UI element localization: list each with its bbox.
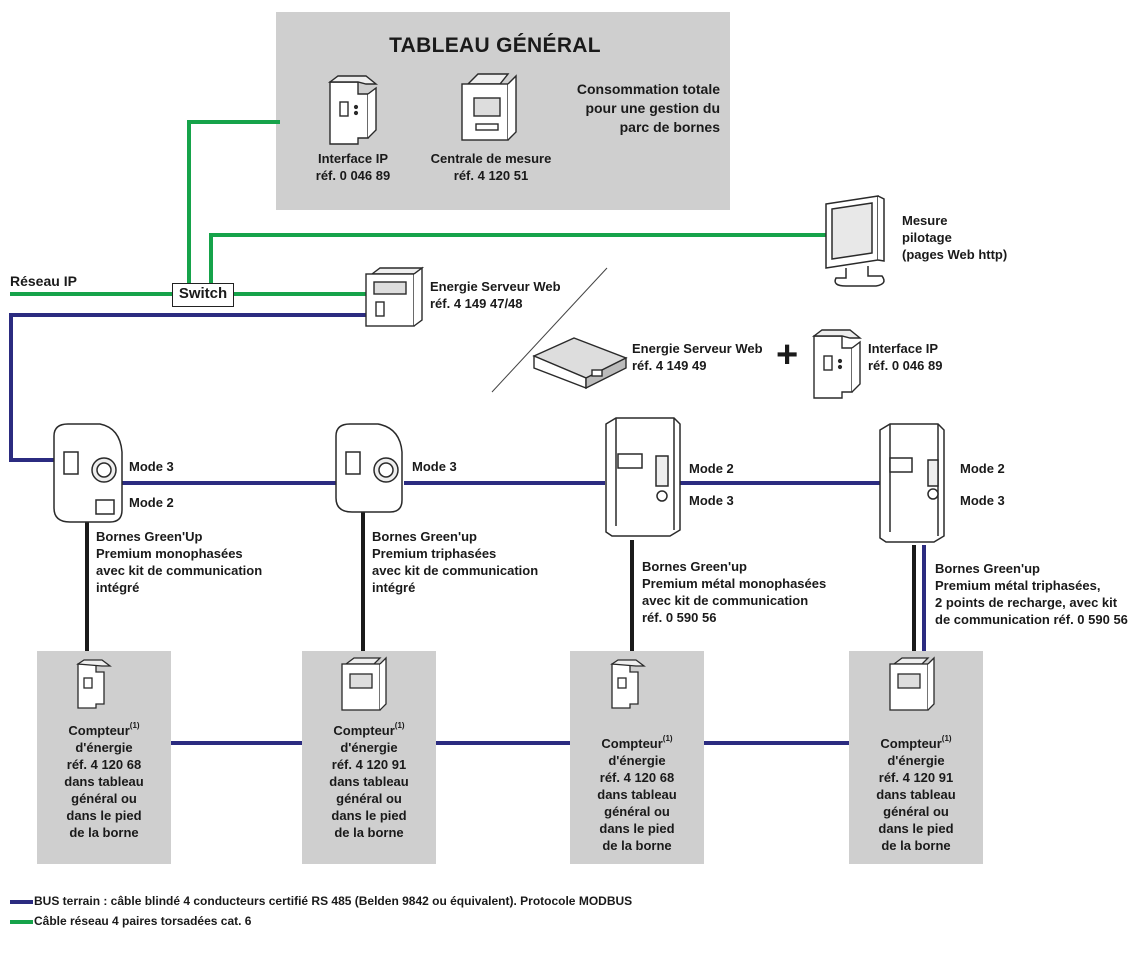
borne-3-mode-b: Mode 3 <box>689 493 734 508</box>
borne-4-mode-a: Mode 2 <box>960 461 1005 476</box>
borne-1-mode-a: Mode 3 <box>129 459 174 474</box>
tableau-title: TABLEAU GÉNÉRAL <box>389 34 601 57</box>
legend-network-text: Câble réseau 4 paires torsadées cat. 6 <box>34 914 252 928</box>
borne-1-icon <box>53 423 123 523</box>
monitor-icon <box>825 195 885 287</box>
interface-ip-2-device-icon <box>811 329 862 399</box>
energie-serveur-web-1-icon <box>365 266 425 327</box>
reseau-ip-label: Réseau IP <box>10 273 77 289</box>
borne-4-mode-b: Mode 3 <box>960 493 1005 508</box>
legend-bus-text: BUS terrain : câble blindé 4 conducteurs… <box>34 894 633 908</box>
borne-4-icon <box>879 423 945 543</box>
power-drops <box>85 512 916 651</box>
borne-1-mode-b: Mode 2 <box>129 495 174 510</box>
network-cable-switch-to-monitor <box>209 233 828 283</box>
network-cables <box>10 120 828 296</box>
compteur-3-icon <box>610 659 646 709</box>
compteur-4-icon <box>889 656 935 711</box>
legend-bus-swatch <box>10 900 33 904</box>
plus-sign: + <box>776 334 799 376</box>
compteur-2-icon <box>341 656 387 711</box>
energie-serveur-web-2-icon <box>532 337 628 390</box>
legend-network-swatch <box>10 920 33 924</box>
borne-2-icon <box>335 423 403 513</box>
network-cable-switch-to-interface <box>187 120 280 283</box>
bus-cable-server-to-borne1 <box>9 313 366 462</box>
borne-3-icon <box>605 417 681 537</box>
interface-ip-device-icon <box>327 75 378 145</box>
switch-box: Switch <box>172 283 234 307</box>
borne-2-mode-a: Mode 3 <box>412 459 457 474</box>
centrale-mesure-icon <box>461 73 517 141</box>
borne-3-mode-a: Mode 2 <box>689 461 734 476</box>
compteur-1-icon <box>76 659 112 709</box>
bus-cables <box>9 313 926 745</box>
separator-line <box>491 267 608 393</box>
